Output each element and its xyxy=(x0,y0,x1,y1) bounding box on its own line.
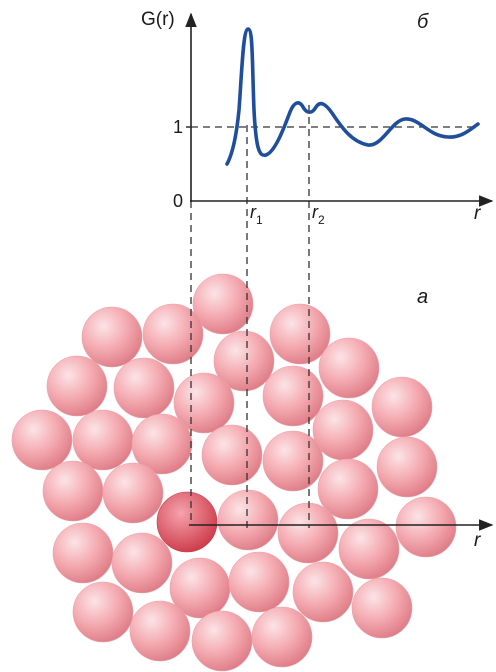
tick-zero-label: 0 xyxy=(173,191,183,211)
atom xyxy=(318,337,380,399)
atom xyxy=(395,496,457,558)
graph-y-label: G(r) xyxy=(141,9,175,30)
center-atom xyxy=(156,491,218,553)
atom xyxy=(251,606,313,668)
atom xyxy=(376,436,438,498)
graph-axes xyxy=(185,12,494,207)
atom xyxy=(11,409,73,471)
atom xyxy=(46,355,108,417)
r1-label-base: r xyxy=(250,202,257,222)
atom xyxy=(277,502,339,564)
structure-panel-label: а xyxy=(417,286,428,308)
atom xyxy=(111,532,173,594)
atom xyxy=(262,365,324,427)
graph-panel-label: б xyxy=(417,11,429,33)
atom xyxy=(351,577,413,639)
structure-r-label: r xyxy=(474,530,481,551)
atom xyxy=(173,372,235,434)
r2-label: r2 xyxy=(312,202,325,227)
atom xyxy=(102,462,164,524)
r1-label: r1 xyxy=(250,202,263,227)
atom xyxy=(42,460,104,522)
atom xyxy=(113,357,175,419)
r1-label-sub: 1 xyxy=(256,213,263,227)
atom xyxy=(72,581,134,643)
atom xyxy=(72,409,134,471)
r2-label-sub: 2 xyxy=(318,213,325,227)
tick-one-label: 1 xyxy=(173,117,183,137)
graph-r-label: r xyxy=(474,203,481,224)
r2-label-base: r xyxy=(312,202,319,222)
atom xyxy=(191,610,253,672)
rdf-curve xyxy=(225,27,480,166)
atom xyxy=(192,273,254,335)
atom xyxy=(312,399,374,461)
atom xyxy=(131,413,193,475)
atom xyxy=(213,330,275,392)
atom xyxy=(52,522,114,584)
atom xyxy=(217,489,279,551)
atom-packing xyxy=(11,273,457,672)
atom xyxy=(81,306,143,368)
projection-lines xyxy=(190,105,476,528)
atom xyxy=(201,424,263,486)
atom xyxy=(292,561,354,623)
atom xyxy=(228,551,290,613)
atom xyxy=(317,458,379,520)
atom xyxy=(371,376,433,438)
atom xyxy=(142,303,204,365)
atom xyxy=(269,303,331,365)
atom xyxy=(338,518,400,580)
atom xyxy=(262,430,324,492)
atom xyxy=(129,600,191,662)
